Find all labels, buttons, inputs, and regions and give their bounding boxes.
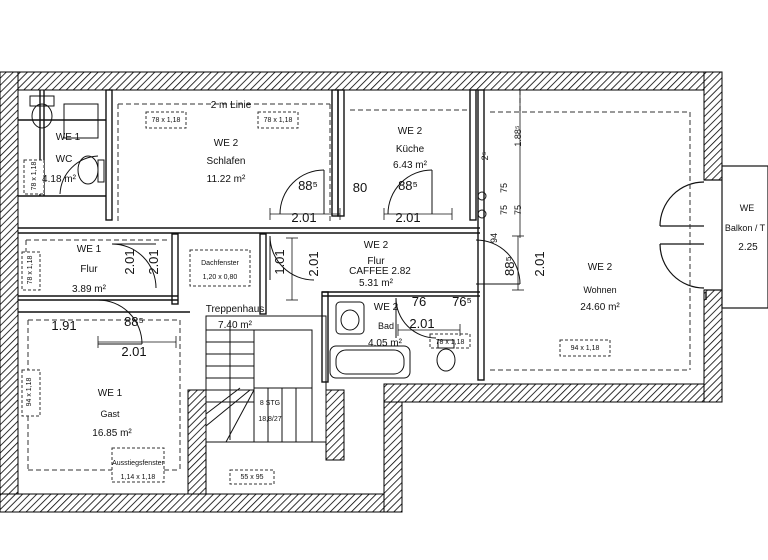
dim-88-gast: 88⁵ xyxy=(124,314,144,329)
dim-2-01-gast: 2.01 xyxy=(121,344,147,359)
room-flur2-name: Flur xyxy=(367,256,385,267)
dim-2-01-flur-a: 2.01 xyxy=(122,249,137,275)
room-wohnen-name: Wohnen xyxy=(583,285,617,295)
room-gast-area: 16.85 m² xyxy=(92,428,132,439)
room-flur1-unit: WE 1 xyxy=(76,244,102,255)
room-kueche-name: Küche xyxy=(395,144,425,155)
dashed-lines xyxy=(25,90,691,471)
dim-2-5: 2⁵ xyxy=(480,151,490,161)
room-bad-unit: WE 2 xyxy=(373,302,399,313)
room-flur2-area: 5.31 m² xyxy=(359,278,393,289)
room-bad-area: 4.05 m² xyxy=(368,338,402,349)
dim-2-01-bad: 2.01 xyxy=(409,316,435,331)
room-schlafen-unit: WE 2 xyxy=(213,138,239,149)
dim-1-88: 1.88⁵ xyxy=(513,125,523,147)
stairs-steps: 8 STG xyxy=(259,400,281,407)
ausstiegsfenster-label: Ausstiegsfenster xyxy=(112,460,164,467)
room-treppenhaus-name: Treppenhaus xyxy=(205,304,265,315)
dim-1-91: 1.91 xyxy=(51,318,77,333)
dim-2-01-schlafen: 2.01 xyxy=(291,210,317,225)
room-gast-unit: WE 1 xyxy=(97,388,123,399)
dim-75-b: 75 xyxy=(499,205,509,216)
room-wc-name: WC xyxy=(55,154,73,165)
dimension-lines xyxy=(97,90,524,348)
room-flur1-name: Flur xyxy=(80,264,98,275)
dim-2-01-wohnen: 2.01 xyxy=(532,251,547,277)
room-flur2-overlay: CAFFEE 2.82 xyxy=(349,266,411,277)
dim-80: 80 xyxy=(352,180,368,195)
staircase xyxy=(205,315,327,443)
room-kueche-unit: WE 2 xyxy=(397,126,423,137)
dim-94: 94 xyxy=(489,233,499,244)
room-wc-area: 4.18 m² xyxy=(42,174,76,185)
dim-76-5: 76⁵ xyxy=(452,294,472,309)
room-schlafen-name: Schlafen xyxy=(206,156,246,167)
window-schlafen-left-label: 78 x 1,18 xyxy=(151,117,181,124)
room-treppenhaus-area: 7.40 m² xyxy=(218,320,252,331)
window-schlafen-right-label: 78 x 1,18 xyxy=(263,117,293,124)
dim-75-a: 75 xyxy=(499,183,509,194)
dim-2-01-kueche: 2.01 xyxy=(395,210,421,225)
room-gast-name: Gast xyxy=(100,409,120,419)
window-gast-bottom-label: 55 x 95 xyxy=(240,474,264,481)
stairs-dim: 18,8/27 xyxy=(258,416,282,423)
balcony xyxy=(659,165,768,309)
interior-walls xyxy=(18,89,707,383)
room-flur1-area: 3.89 m² xyxy=(72,284,106,295)
dim-1-01: 1.01 xyxy=(272,249,287,275)
window-flur-label: 78 x 1,18 xyxy=(27,255,34,285)
room-kueche-area: 6.43 m² xyxy=(393,160,427,171)
dim-88-schlafen: 88⁵ xyxy=(298,178,318,193)
room-schlafen-area: 11.22 m² xyxy=(206,174,246,185)
room-bad-name: Bad xyxy=(377,321,394,331)
window-markers xyxy=(21,111,611,485)
dachfenster-size: 1,20 x 0,80 xyxy=(202,274,238,281)
window-gast-label: 94 x 1,18 xyxy=(26,377,33,407)
exterior-walls xyxy=(0,71,723,513)
dim-75-c: 75 xyxy=(513,205,523,216)
dachfenster-label: Dachfenster xyxy=(201,260,239,267)
door-swings xyxy=(59,155,521,345)
linie-label: 2 m Linie xyxy=(210,100,252,111)
room-flur2-unit: WE 2 xyxy=(363,240,389,251)
dim-88-kueche: 88⁵ xyxy=(398,178,418,193)
room-wohnen-area: 24.60 m² xyxy=(580,302,620,313)
ausstiegsfenster-size: 1,14 x 1,18 xyxy=(120,474,156,481)
dim-2-01-hall: 2.01 xyxy=(306,251,321,277)
room-wohnen-unit: WE 2 xyxy=(587,262,613,273)
room-balkon-name: Balkon / T xyxy=(724,223,766,233)
dim-76: 76 xyxy=(411,294,427,309)
room-balkon-area: 2.25 xyxy=(738,242,758,253)
dim-88-wohnen: 88⁵ xyxy=(502,256,517,276)
window-wc-label: 78 x 1,18 xyxy=(31,161,38,191)
sanitary xyxy=(29,95,487,379)
room-wc-top-unit: WE 1 xyxy=(55,132,81,143)
room-balkon-unit: WE xyxy=(739,203,755,213)
window-wohnen-label: 94 x 1,18 xyxy=(570,345,600,352)
dim-2-01-flur-b: 2.01 xyxy=(146,249,161,275)
window-bad-label: 78 x 1,18 xyxy=(435,339,465,346)
